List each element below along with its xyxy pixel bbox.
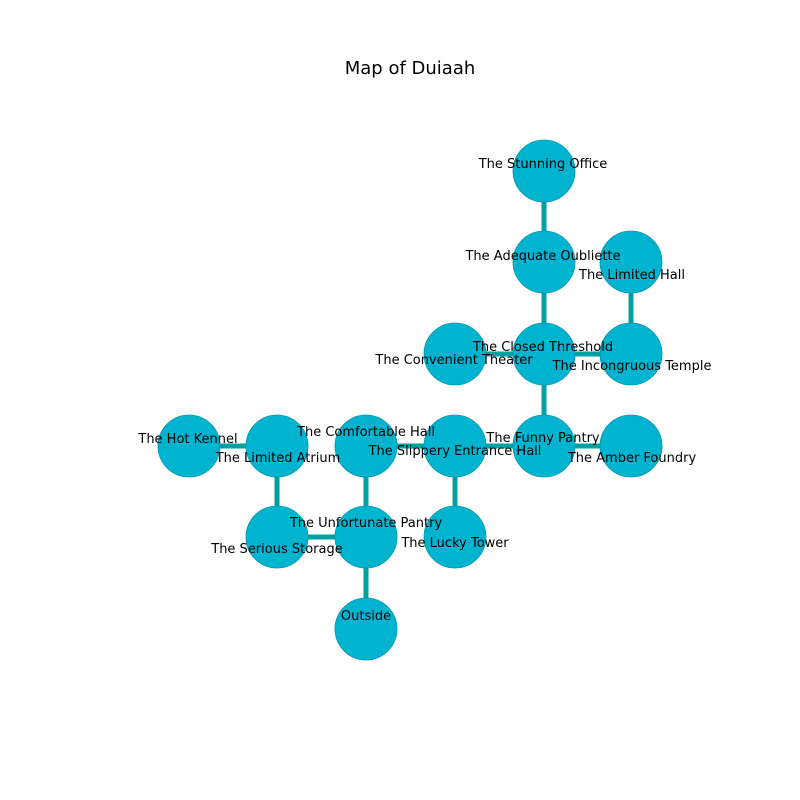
room-label-comfortable-hall: The Comfortable Hall	[296, 425, 435, 440]
room-node-incongruous-temple	[599, 322, 663, 386]
room-node-stunning-office	[512, 139, 576, 203]
room-node-slippery-entrance-hall	[423, 414, 487, 478]
room-node-serious-storage	[245, 505, 309, 569]
room-node-lucky-tower	[423, 505, 487, 569]
room-node-limited-atrium	[245, 414, 309, 478]
map-title: Map of Duiaah	[345, 58, 476, 79]
room-label-convenient-theater: The Convenient Theater	[374, 353, 533, 368]
room-node-unfortunate-pantry	[334, 505, 398, 569]
room-label-serious-storage: The Serious Storage	[210, 542, 342, 557]
room-label-unfortunate-pantry: The Unfortunate Pantry	[289, 516, 443, 531]
room-label-hot-kennel: The Hot Kennel	[137, 432, 237, 447]
room-node-convenient-theater	[423, 322, 487, 386]
room-node-closed-threshold	[512, 322, 576, 386]
room-node-limited-hall	[599, 230, 663, 294]
room-label-limited-atrium: The Limited Atrium	[215, 451, 341, 466]
room-label-lucky-tower: The Lucky Tower	[400, 536, 509, 551]
room-label-amber-foundry: The Amber Foundry	[567, 451, 697, 466]
room-node-adequate-oubliette	[512, 230, 576, 294]
room-label-outside: Outside	[341, 609, 391, 624]
room-label-limited-hall: The Limited Hall	[578, 268, 685, 283]
room-label-slippery-entrance-hall: The Slippery Entrance Hall	[368, 444, 542, 459]
room-node-hot-kennel	[157, 414, 221, 478]
room-node-amber-foundry	[599, 414, 663, 478]
room-label-closed-threshold: The Closed Threshold	[472, 340, 613, 355]
room-node-outside	[334, 597, 398, 661]
room-node-comfortable-hall	[334, 414, 398, 478]
room-label-stunning-office: The Stunning Office	[478, 157, 608, 172]
room-label-incongruous-temple: The Incongruous Temple	[552, 359, 712, 374]
room-label-funny-pantry: The Funny Pantry	[485, 431, 600, 446]
rooms-layer	[157, 139, 663, 661]
room-label-adequate-oubliette: The Adequate Oubliette	[464, 249, 620, 264]
room-node-funny-pantry	[512, 414, 576, 478]
